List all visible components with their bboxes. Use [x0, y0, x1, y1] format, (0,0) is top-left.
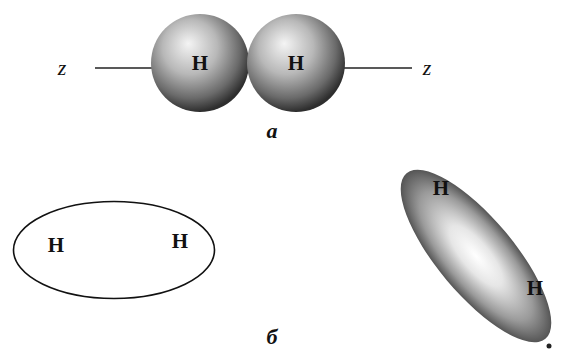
sphere — [247, 14, 345, 112]
atom-symbol: H — [192, 53, 208, 74]
axis-label: z — [56, 57, 69, 79]
hydrogen-atom-sphere: H — [246, 13, 346, 113]
atom-symbol: H — [527, 278, 543, 299]
ellipse-outline — [14, 202, 215, 299]
axis-label: z — [421, 57, 434, 79]
atom-symbol: H — [48, 235, 64, 256]
panel-letter: а — [265, 120, 280, 142]
molecule-outline: HH — [12, 200, 216, 300]
dot — [547, 344, 552, 349]
electron-cloud: HH — [395, 160, 557, 352]
sphere — [151, 14, 249, 112]
shaded-ellipse — [377, 149, 563, 356]
hydrogen-atom-sphere: H — [150, 13, 250, 113]
atom-symbol: H — [172, 231, 188, 252]
electron-cloud-shape — [395, 160, 557, 352]
atom-symbol: H — [288, 53, 304, 74]
panel-letter: б — [265, 326, 280, 348]
atom-symbol: H — [433, 178, 449, 199]
